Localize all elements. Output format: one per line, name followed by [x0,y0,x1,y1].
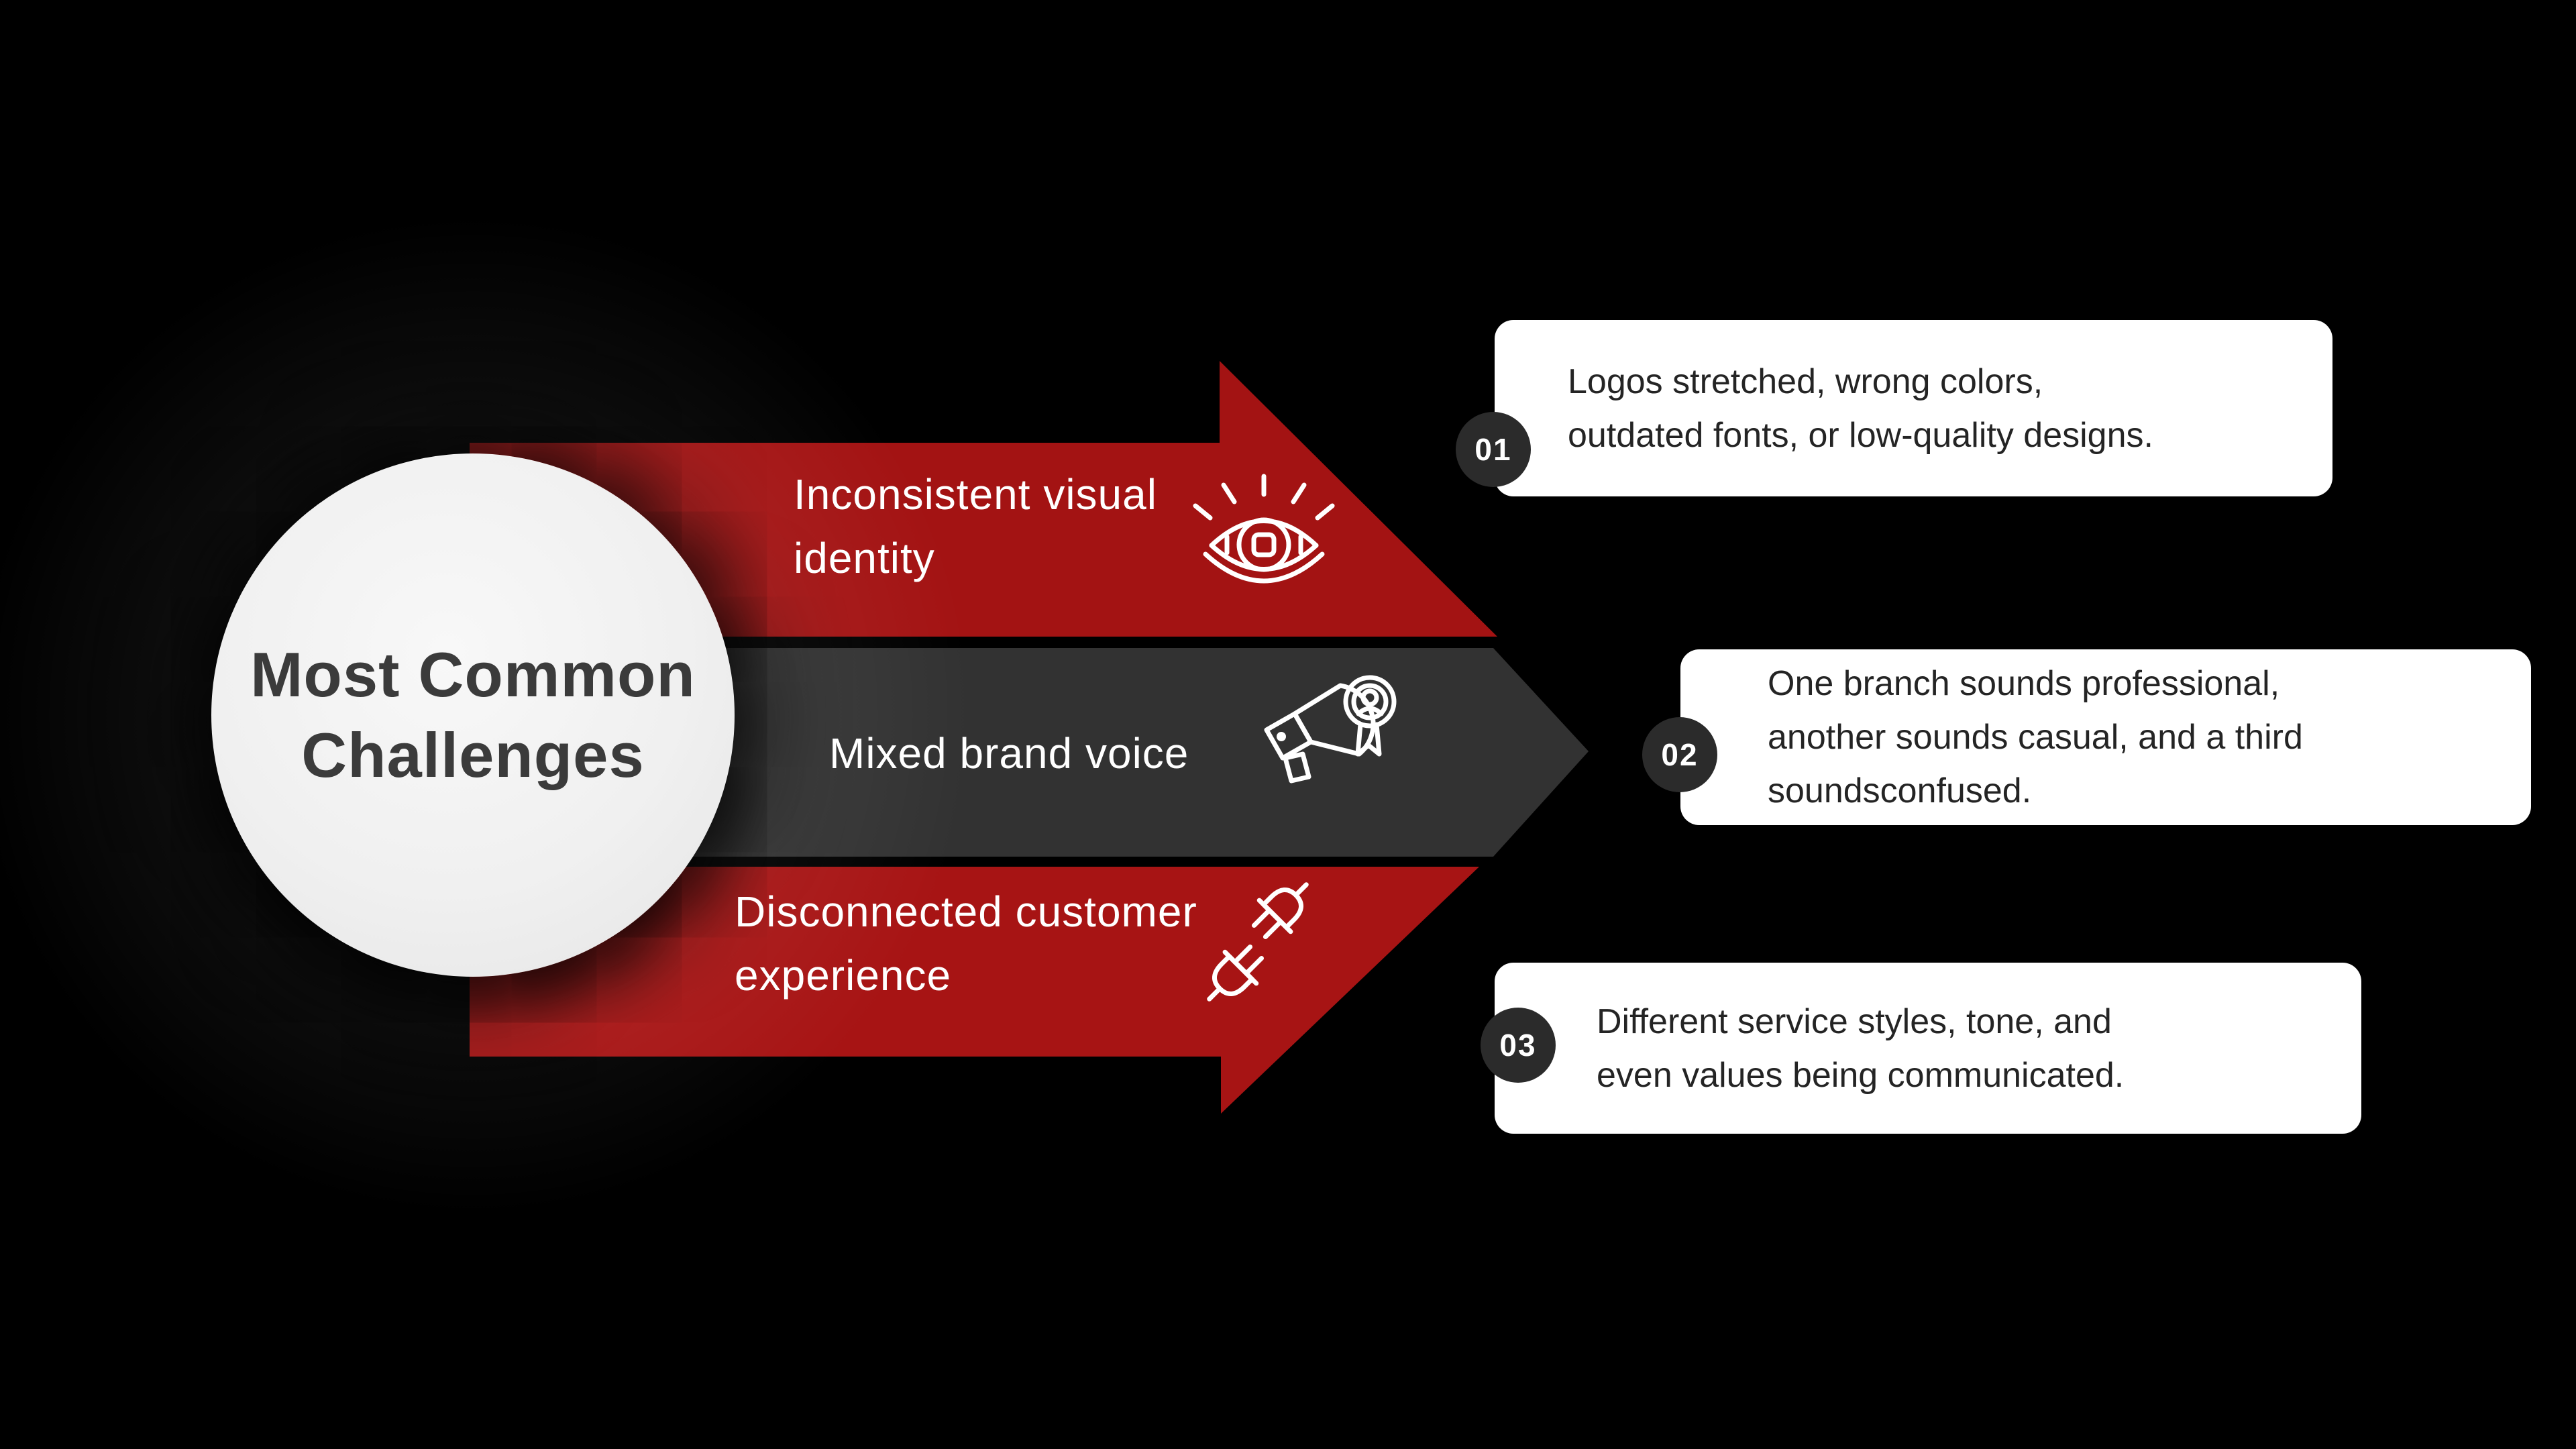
arrow-middle-label: Mixed brand voice [829,722,1189,786]
callout-card-2: One branch sounds professional, another … [1680,649,2531,825]
arrow-bottom-label-line-1: Disconnected customer [735,888,1197,936]
arrow-middle-shape [470,648,1589,857]
arrow-middle-label-line-1: Mixed brand voice [829,729,1189,777]
callout-2-line-1: One branch sounds professional, [1768,664,2280,703]
callout-card-1: Logos stretched, wrong colors, outdated … [1495,320,2332,496]
eye-icon [1193,474,1335,584]
disconnected-plug-icon [1207,882,1309,1002]
arrow-bottom-shape [470,867,1479,1114]
arrow-bottom-label: Disconnected customer experience [735,880,1197,1008]
callout-2-line-3: soundsconfused. [1768,771,2032,810]
page-title-line-1: Most Common [250,639,696,710]
callout-1-line-1: Logos stretched, wrong colors, [1568,362,2043,401]
callout-card-3: Different service styles, tone, and even… [1495,963,2361,1134]
arrow-top-label-line-1: Inconsistent visual [794,470,1157,519]
challenges-circle: Most Common Challenges [211,453,735,977]
callout-2-line-2: another sounds casual, and a third [1768,718,2303,757]
number-badge-03: 03 [1481,1008,1556,1083]
number-badge-01: 01 [1456,412,1531,487]
number-badge-02: 02 [1642,717,1717,792]
arrow-top-shape [470,361,1497,637]
megaphone-award-icon [1264,675,1397,784]
callout-3-line-1: Different service styles, tone, and [1597,1002,2112,1041]
callout-3-line-2: even values being communicated. [1597,1055,2125,1095]
arrow-top-label-line-2: identity [794,534,935,582]
callout-1-line-2: outdated fonts, or low-quality designs. [1568,415,2153,455]
page-title-line-2: Challenges [301,720,645,790]
arrow-top-label: Inconsistent visual identity [794,463,1157,590]
arrow-bottom-label-line-2: experience [735,951,952,1000]
